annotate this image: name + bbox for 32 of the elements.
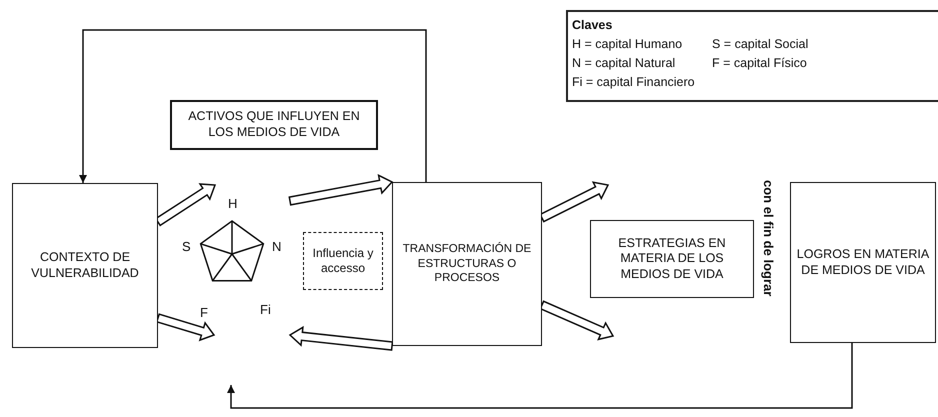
- process-box: [590, 220, 754, 298]
- feedback-arrow: [79, 29, 427, 183]
- capital-letter: F: [200, 306, 208, 319]
- key-entry: S = capital Social: [712, 37, 810, 53]
- block-arrow: [156, 313, 216, 342]
- capital-letter: H: [228, 197, 238, 210]
- box-text: Influencia y accesso: [312, 246, 374, 276]
- dashed-box: [303, 232, 383, 290]
- process-box: [790, 182, 936, 343]
- key-heading: Claves: [572, 18, 614, 34]
- box-text: CONTEXTO DE VULNERABILIDAD: [30, 250, 140, 282]
- box-text: LOGROS EN MATERIA DE MEDIOS DE VIDA: [796, 246, 930, 278]
- capital-letter: N: [272, 240, 282, 253]
- feedback-arrow: [227, 343, 853, 409]
- block-arrow: [288, 174, 394, 206]
- box-text: TRANSFORMACIÓN DE ESTRUCTURAS O PROCESOS: [402, 242, 532, 286]
- process-box: [12, 183, 158, 348]
- block-arrow: [539, 300, 614, 340]
- box-text: ACTIVOS QUE INFLUYEN EN LOS MEDIOS DE VIDA: [187, 109, 361, 141]
- key-entry: N = capital Natural: [572, 56, 676, 72]
- block-arrow: [539, 181, 610, 223]
- capital-letter: Fi: [260, 303, 271, 316]
- process-box: [392, 182, 542, 346]
- key-box: [566, 10, 938, 102]
- key-entry: F = capital Físico: [712, 56, 808, 72]
- capital-letter: S: [182, 240, 191, 253]
- key-entry: H = capital Humano: [572, 37, 684, 53]
- vertical-label: con el fin de lograr: [761, 180, 776, 296]
- key-entry: Fi = capital Financiero: [572, 75, 696, 91]
- process-box: [170, 100, 378, 150]
- block-arrow: [288, 326, 394, 351]
- box-text: ESTRATEGIAS EN MATERIA DE LOS MEDIOS DE VIDA: [617, 236, 727, 282]
